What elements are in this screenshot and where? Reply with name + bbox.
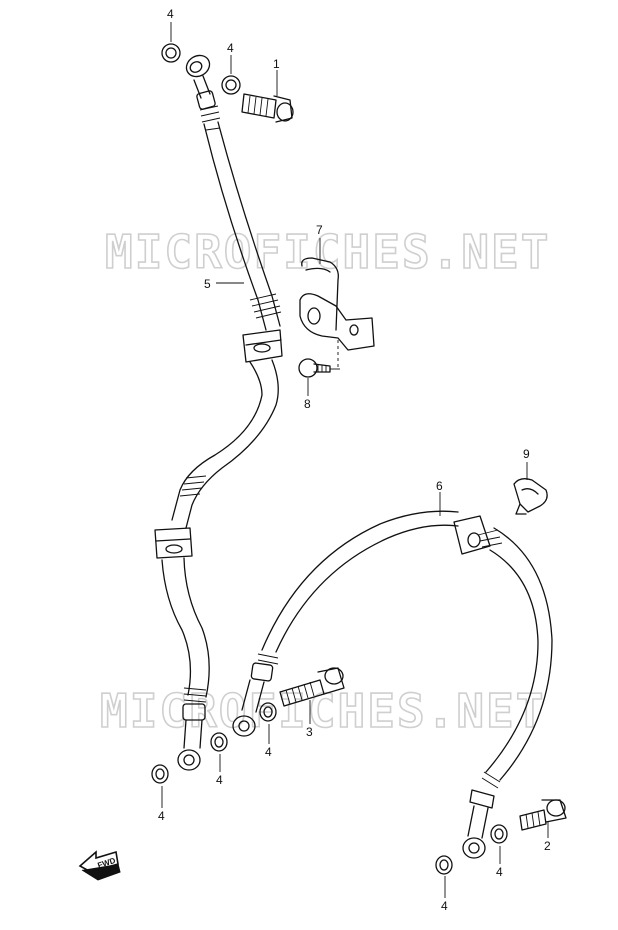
lower-brake-hose <box>232 510 553 859</box>
washer-lower-1 <box>151 764 169 784</box>
callout-4-lower-5: 4 <box>496 865 503 879</box>
union-bolt-upper <box>241 93 294 123</box>
washer-lower-5 <box>490 824 508 844</box>
callout-4-top-right: 4 <box>227 41 234 55</box>
callout-9: 9 <box>523 447 530 461</box>
callout-4-lower-1: 4 <box>158 809 165 823</box>
callout-8: 8 <box>304 397 311 411</box>
callout-2: 2 <box>544 839 551 853</box>
lower-hose-left-banjo <box>232 653 279 737</box>
washer-top-right <box>221 75 241 95</box>
washer-top-left <box>161 43 181 63</box>
callout-4-top-left: 4 <box>167 7 174 21</box>
callout-4-lower-2: 4 <box>216 773 223 787</box>
callout-5: 5 <box>204 277 211 291</box>
callout-7: 7 <box>316 223 323 237</box>
fwd-arrow-icon: FWD <box>78 850 121 881</box>
upper-brake-hose <box>154 54 283 771</box>
upper-hose-grommet <box>242 329 283 363</box>
washer-lower-4 <box>435 855 453 875</box>
watermark-bottom: MICROFICHES.NET <box>100 684 545 738</box>
upper-hose-top-banjo <box>185 54 221 123</box>
leader-lines <box>161 22 549 898</box>
bracket-bolt <box>298 358 340 378</box>
hose-bracket <box>299 293 375 370</box>
washer-lower-3 <box>259 702 277 722</box>
union-bolt-3 <box>279 667 345 707</box>
hose-clip <box>513 478 548 515</box>
lower-hose-right-banjo <box>462 789 495 859</box>
callout-4-lower-4: 4 <box>441 899 448 913</box>
upper-hose-grommet-lower <box>154 527 193 559</box>
lower-hose-grommet <box>453 515 503 555</box>
callout-4-lower-3: 4 <box>265 745 272 759</box>
hose-clamp-7 <box>301 257 339 331</box>
callout-3: 3 <box>306 725 313 739</box>
upper-hose-bottom-banjo <box>177 703 206 771</box>
union-bolt-2 <box>519 799 567 831</box>
callout-1: 1 <box>273 57 280 71</box>
washer-lower-2 <box>210 732 228 752</box>
callout-6: 6 <box>436 479 443 493</box>
